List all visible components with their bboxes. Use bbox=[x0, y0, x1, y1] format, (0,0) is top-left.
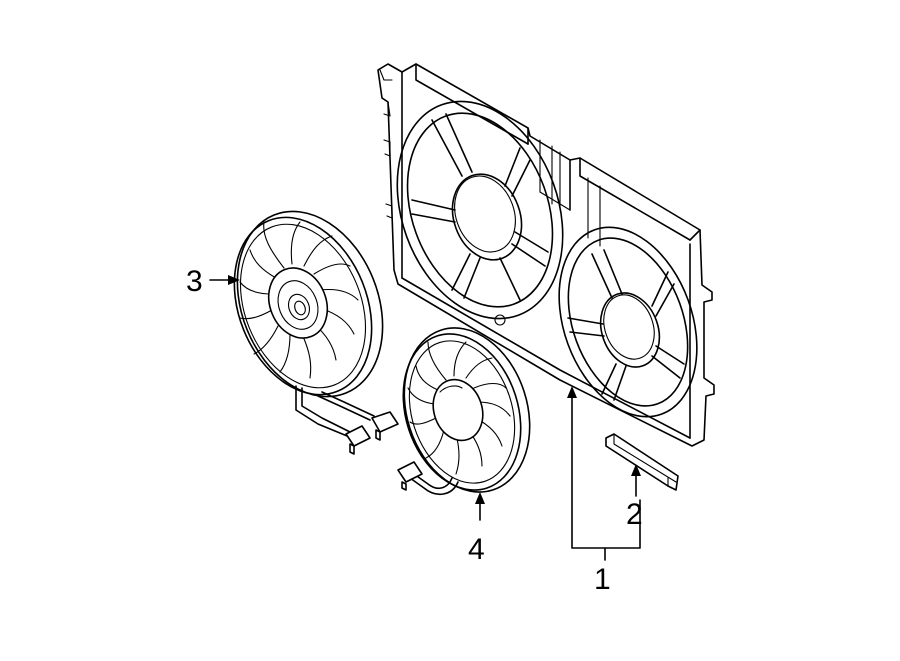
callout-1: 1 bbox=[594, 563, 611, 596]
callout-leaders bbox=[209, 275, 641, 561]
shroud-left-ring bbox=[396, 100, 564, 326]
left-fan bbox=[233, 210, 399, 455]
callout-4: 4 bbox=[468, 533, 485, 566]
callout-2: 2 bbox=[626, 498, 643, 531]
seal-strip bbox=[605, 433, 679, 491]
callout-3: 3 bbox=[186, 265, 203, 298]
right-fan bbox=[397, 327, 531, 495]
shroud-right-ring bbox=[558, 226, 698, 418]
fan-shroud bbox=[377, 63, 715, 447]
